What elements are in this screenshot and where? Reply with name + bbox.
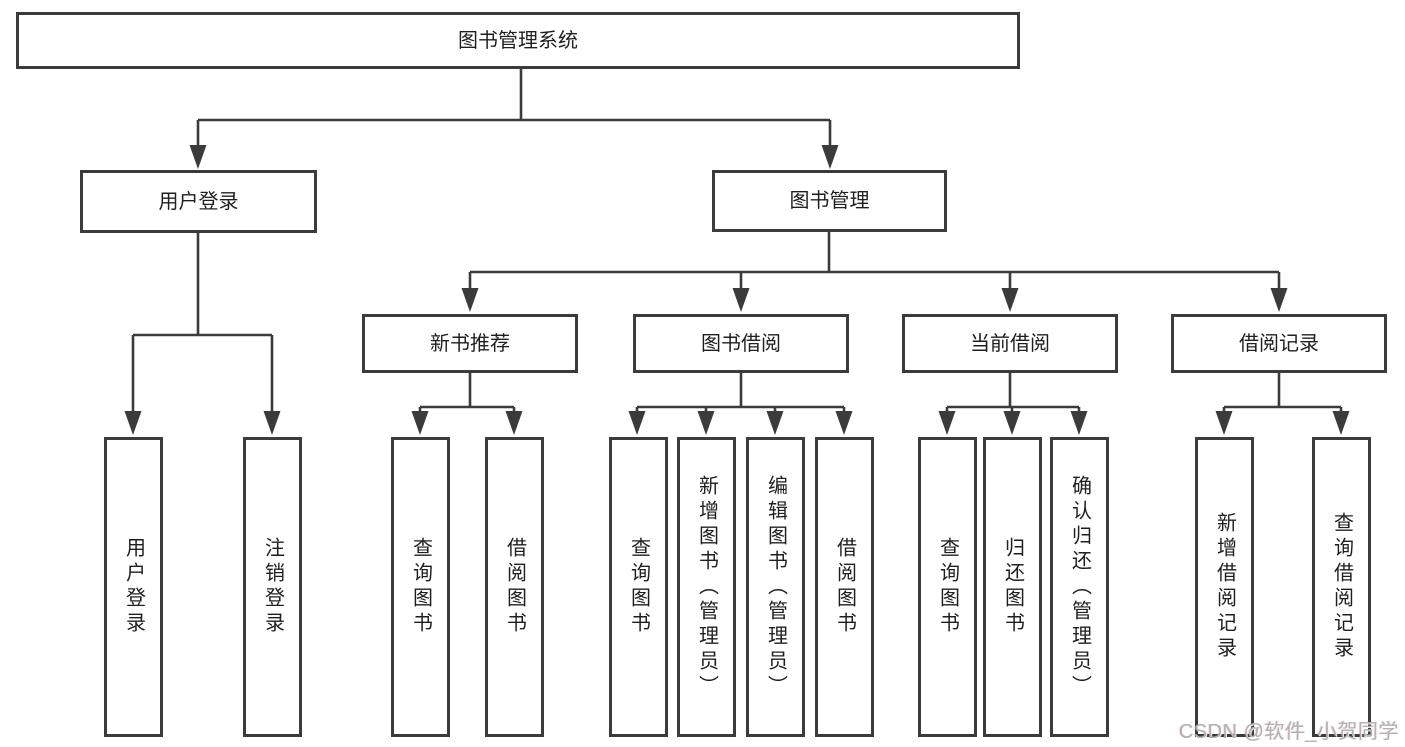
book-borrow-connector (635, 373, 846, 415)
new-book-recommend-connector (418, 373, 516, 415)
csdn-watermark: CSDN @软件_小贺同学 (1178, 721, 1399, 743)
leaf-recommend-borrow-books: 借阅图书 (485, 437, 544, 737)
current-borrow-connector (945, 373, 1081, 415)
user-login-connector (131, 233, 274, 415)
leaf-borrow-query-books: 查询图书 (609, 437, 668, 737)
leaf-user-login: 用户登录 (104, 437, 163, 737)
node-book-management-branch: 图书管理 (712, 170, 947, 232)
leaf-add-borrow-record: 新增借阅记录 (1195, 437, 1254, 737)
leaf-confirm-return-admin: 确认归还（管理员） (1050, 437, 1109, 737)
node-borrow-records: 借阅记录 (1171, 314, 1387, 373)
leaf-logout: 注销登录 (243, 437, 302, 737)
leaf-borrow-books: 借阅图书 (815, 437, 874, 737)
leaf-query-borrow-record: 查询借阅记录 (1312, 437, 1371, 737)
node-root: 图书管理系统 (16, 12, 1020, 69)
node-current-borrow: 当前借阅 (902, 314, 1118, 373)
leaf-add-books-admin: 新增图书（管理员） (677, 437, 736, 737)
leaf-current-query-books: 查询图书 (918, 437, 977, 737)
leaf-return-books: 归还图书 (983, 437, 1042, 737)
leaf-recommend-query-books: 查询图书 (391, 437, 450, 737)
node-user-login-branch: 用户登录 (80, 170, 317, 233)
node-new-book-recommend: 新书推荐 (362, 314, 578, 373)
leaf-edit-books-admin: 编辑图书（管理员） (746, 437, 805, 737)
borrow-records-connector (1222, 373, 1343, 415)
book-management-connector (468, 232, 1281, 292)
node-book-borrow: 图书借阅 (633, 314, 849, 373)
root-connector (196, 69, 832, 149)
